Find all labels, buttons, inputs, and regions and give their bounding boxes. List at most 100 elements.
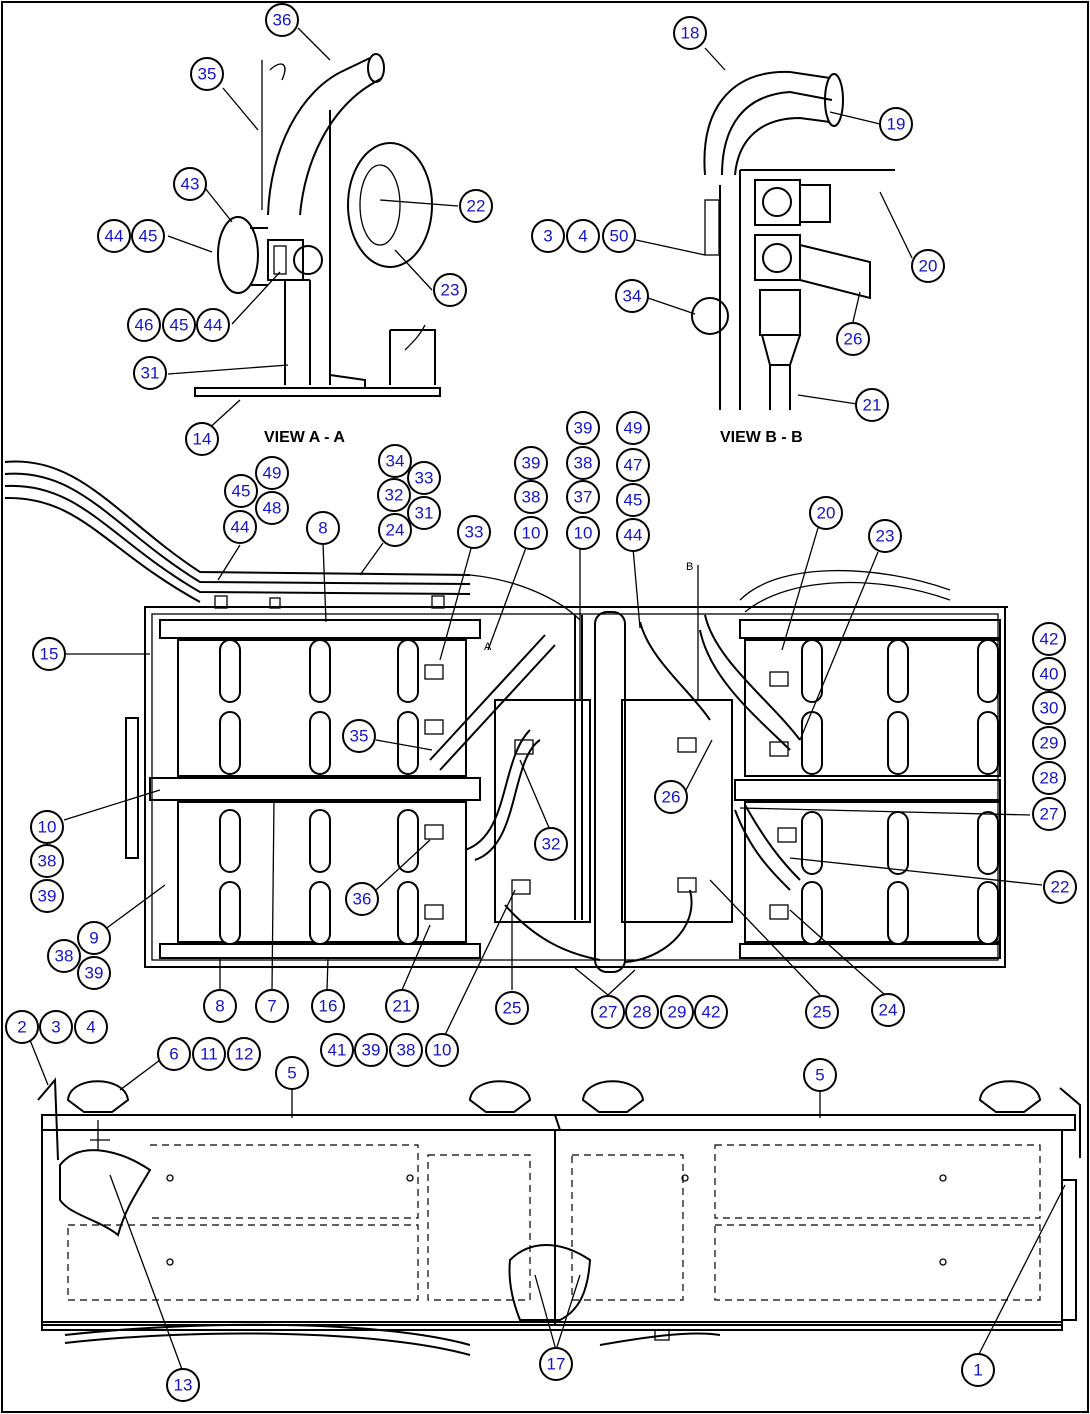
svg-text:34: 34	[386, 452, 405, 471]
callout-10: 10	[425, 1033, 459, 1067]
callout-33: 33	[407, 461, 441, 495]
svg-text:19: 19	[887, 115, 906, 134]
callout-46: 46	[127, 308, 161, 342]
svg-text:10: 10	[522, 524, 541, 543]
callout-32: 32	[377, 478, 411, 512]
svg-text:42: 42	[702, 1003, 721, 1022]
svg-text:44: 44	[105, 227, 124, 246]
svg-text:45: 45	[232, 482, 251, 501]
svg-text:39: 39	[85, 964, 104, 983]
callout-29: 29	[1032, 726, 1066, 760]
svg-text:45: 45	[624, 491, 643, 510]
svg-text:32: 32	[385, 486, 404, 505]
svg-text:23: 23	[441, 281, 460, 300]
svg-text:43: 43	[181, 175, 200, 194]
callout-27: 27	[1032, 797, 1066, 831]
callout-20: 20	[809, 496, 843, 530]
svg-text:45: 45	[170, 316, 189, 335]
callout-24: 24	[871, 993, 905, 1027]
svg-text:22: 22	[1051, 878, 1070, 897]
svg-text:12: 12	[235, 1045, 254, 1064]
svg-text:38: 38	[397, 1041, 416, 1060]
svg-text:31: 31	[141, 364, 160, 383]
svg-text:28: 28	[1040, 769, 1059, 788]
callout-35: 35	[190, 57, 224, 91]
callout-3: 3	[39, 1010, 73, 1044]
svg-text:4: 4	[578, 227, 587, 246]
svg-text:39: 39	[574, 419, 593, 438]
svg-text:2: 2	[17, 1018, 26, 1037]
svg-text:38: 38	[38, 852, 57, 871]
callout-28: 28	[1032, 761, 1066, 795]
callout-42: 42	[694, 995, 728, 1029]
svg-text:4: 4	[86, 1018, 95, 1037]
callout-8: 8	[306, 511, 340, 545]
callout-39: 39	[354, 1033, 388, 1067]
svg-text:3: 3	[51, 1018, 60, 1037]
callout-45: 45	[162, 308, 196, 342]
callout-1: 1	[961, 1353, 995, 1387]
svg-text:46: 46	[135, 316, 154, 335]
svg-text:21: 21	[863, 396, 882, 415]
callout-35: 35	[342, 719, 376, 753]
callout-5: 5	[275, 1056, 309, 1090]
callout-10: 10	[566, 516, 600, 550]
callout-27: 27	[591, 995, 625, 1029]
svg-text:25: 25	[813, 1003, 832, 1022]
callout-31: 31	[133, 356, 167, 390]
callout-11: 11	[192, 1037, 226, 1071]
svg-text:9: 9	[89, 929, 98, 948]
svg-text:38: 38	[522, 488, 541, 507]
view-a-title: VIEW A - A	[264, 429, 345, 446]
callout-37: 37	[566, 480, 600, 514]
callout-16: 16	[311, 989, 345, 1023]
callout-12: 12	[227, 1037, 261, 1071]
callout-50: 50	[602, 219, 636, 253]
callout-14: 14	[185, 422, 219, 456]
svg-text:41: 41	[328, 1041, 347, 1060]
callout-40: 40	[1032, 657, 1066, 691]
callout-42: 42	[1032, 622, 1066, 656]
callout-44: 44	[97, 219, 131, 253]
callout-38: 38	[514, 480, 548, 514]
svg-text:45: 45	[139, 227, 158, 246]
svg-text:44: 44	[204, 316, 223, 335]
svg-text:36: 36	[353, 890, 372, 909]
svg-text:26: 26	[844, 330, 863, 349]
callout-10: 10	[30, 810, 64, 844]
callout-34: 34	[378, 444, 412, 478]
callout-29: 29	[660, 995, 694, 1029]
svg-text:21: 21	[393, 997, 412, 1016]
svg-text:16: 16	[319, 997, 338, 1016]
svg-text:23: 23	[876, 527, 895, 546]
callout-18: 18	[673, 16, 707, 50]
svg-text:8: 8	[215, 997, 224, 1016]
svg-text:35: 35	[350, 727, 369, 746]
callout-5: 5	[803, 1058, 837, 1092]
callout-48: 48	[255, 491, 289, 525]
svg-text:39: 39	[38, 887, 57, 906]
callout-44: 44	[196, 308, 230, 342]
svg-text:49: 49	[263, 464, 282, 483]
callout-6: 6	[157, 1037, 191, 1071]
svg-text:7: 7	[267, 997, 276, 1016]
callout-26: 26	[654, 780, 688, 814]
svg-text:39: 39	[522, 454, 541, 473]
svg-text:24: 24	[879, 1001, 898, 1020]
callout-13: 13	[166, 1368, 200, 1402]
callout-44: 44	[616, 518, 650, 552]
callout-8: 8	[203, 989, 237, 1023]
svg-text:49: 49	[624, 419, 643, 438]
svg-text:27: 27	[1040, 805, 1059, 824]
callout-33: 33	[457, 515, 491, 549]
callout-7: 7	[255, 989, 289, 1023]
callout-36: 36	[265, 3, 299, 37]
callout-30: 30	[1032, 691, 1066, 725]
svg-text:50: 50	[610, 227, 629, 246]
callout-38: 38	[566, 446, 600, 480]
svg-text:8: 8	[318, 519, 327, 538]
callout-39: 39	[30, 879, 64, 913]
callout-25: 25	[495, 991, 529, 1025]
svg-text:10: 10	[574, 524, 593, 543]
